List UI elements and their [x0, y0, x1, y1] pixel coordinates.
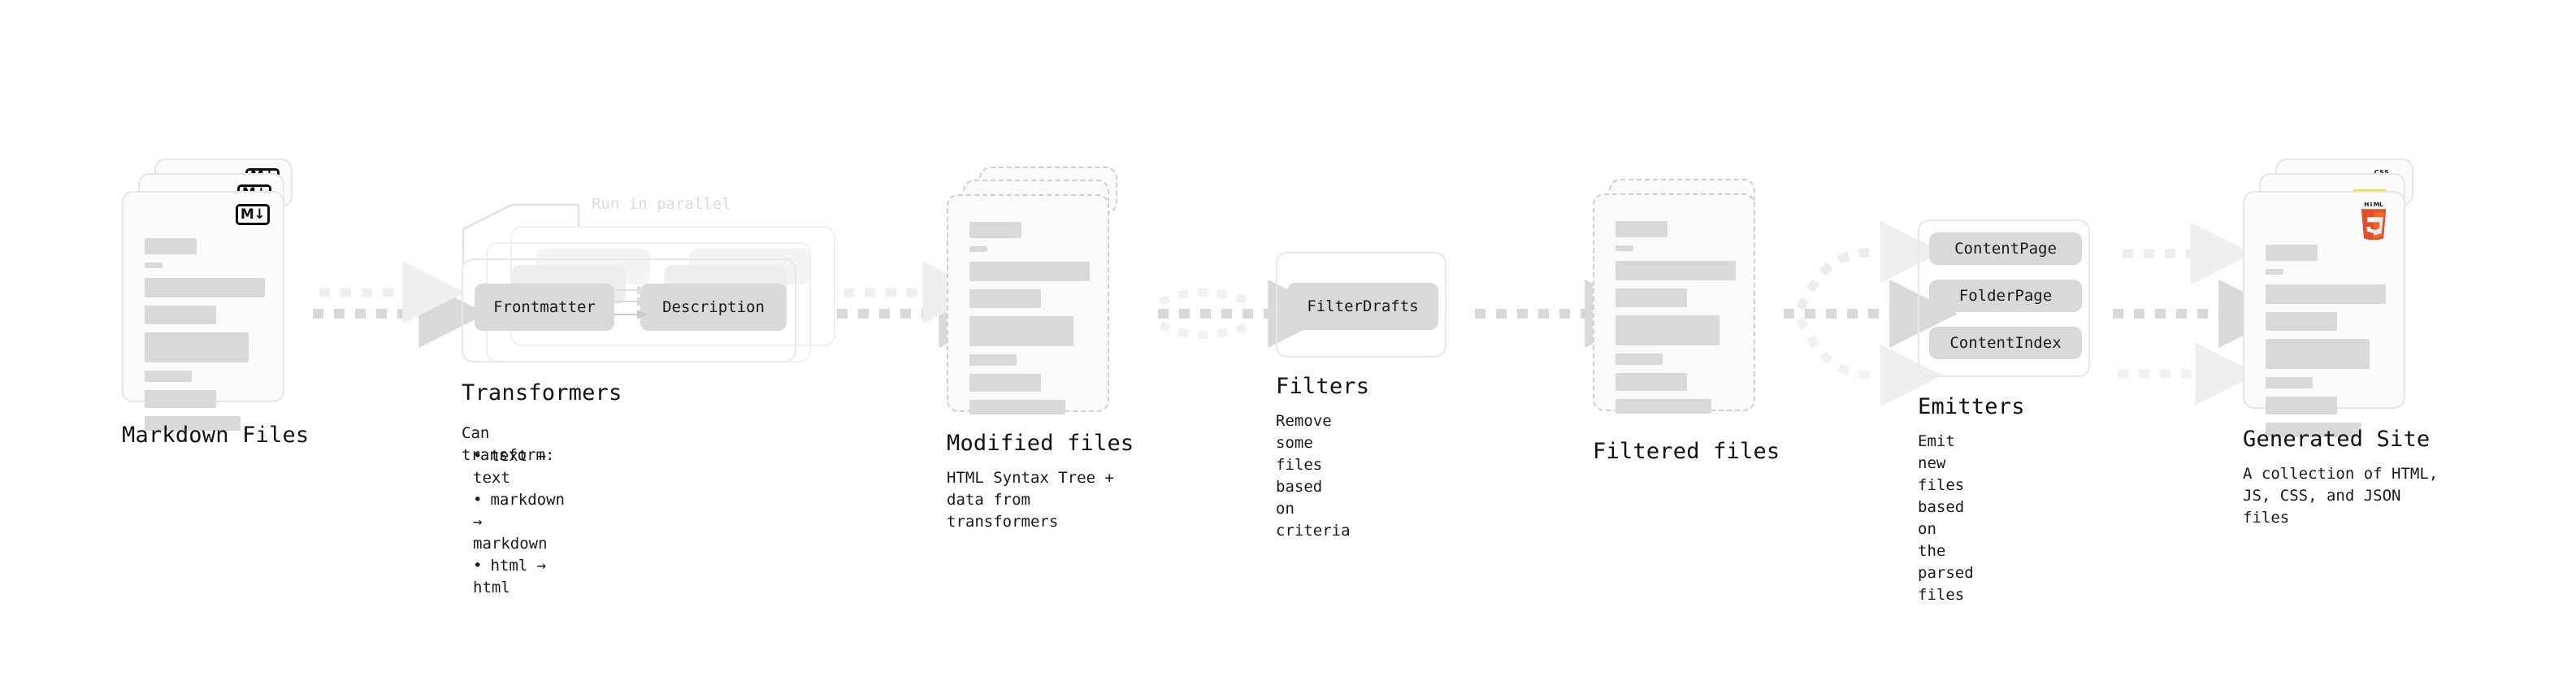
stage-title-emitters: Emitters — [1918, 394, 2025, 419]
emitters-group: ContentPage FolderPage ContentIndex — [1918, 219, 2090, 377]
stage-filtered-files: Filtered files — [1593, 179, 1780, 464]
bar-line — [1615, 354, 1663, 365]
stage-modified-files: Modified files HTML Syntax Tree + data f… — [947, 167, 1134, 531]
transformers-bullet-list: text → text markdown → markdown html → h… — [462, 445, 565, 599]
bar-line — [1615, 288, 1687, 307]
bar-line — [969, 262, 1090, 281]
arrow-modified-to-filters — [1158, 280, 1337, 348]
filtered-file-stack — [1593, 179, 1780, 431]
emitter-chip-folderpage[interactable]: FolderPage — [1929, 280, 2082, 312]
transformer-chip-frontmatter[interactable]: Frontmatter — [475, 284, 614, 331]
bar-subtitle — [2266, 269, 2283, 275]
bar-line — [2266, 339, 2370, 369]
filter-chip-filterdrafts[interactable]: FilterDrafts — [1287, 283, 1438, 330]
bar-line — [145, 332, 249, 362]
bar-subtitle — [145, 262, 163, 268]
bar-line — [2266, 377, 2313, 388]
arrow-filtered-to-emitters — [1784, 220, 1958, 407]
bar-line — [145, 278, 265, 297]
transform-bullet: text → text — [473, 445, 565, 489]
bar-line — [145, 416, 241, 431]
bar-line — [969, 316, 1073, 346]
stage-generated-site: CSS HTML — [2243, 158, 2446, 527]
stage-markdown-files: M↓ M↓ M↓ Markdown F — [122, 158, 309, 448]
transformer-group: Frontmatter Description — [462, 258, 796, 362]
bar-line — [2266, 284, 2386, 304]
bar-title — [145, 238, 197, 254]
stage-title-transformers: Transformers — [462, 380, 622, 406]
bar-line — [2266, 312, 2337, 331]
bar-line — [969, 354, 1017, 366]
arrow-transformers-to-modified — [837, 261, 1008, 348]
parallel-label: Run in parallel — [592, 195, 731, 213]
stage-title-modified-files: Modified files — [947, 431, 1134, 456]
bar-line — [969, 400, 1065, 414]
arrow-emitters-to-site — [2113, 222, 2288, 406]
card-placeholder-bars — [145, 238, 265, 439]
bar-line — [145, 371, 192, 382]
bar-line — [1615, 399, 1711, 414]
bar-title — [2266, 245, 2318, 261]
emitter-chip-contentindex[interactable]: ContentIndex — [1929, 327, 2082, 359]
bar-line — [2266, 397, 2337, 414]
transformer-chip-description[interactable]: Description — [640, 284, 787, 331]
bar-line — [1615, 261, 1736, 280]
file-card-front — [947, 194, 1109, 414]
modified-files-subtitle: HTML Syntax Tree + data from transformer… — [947, 469, 1114, 531]
filters-subtitle: Remove some files based on criteria — [1276, 412, 1351, 540]
bar-title — [969, 222, 1021, 238]
markdown-file-stack: M↓ M↓ M↓ — [122, 158, 309, 431]
bar-line — [969, 289, 1041, 308]
bar-subtitle — [969, 246, 987, 252]
bar-line — [2266, 423, 2361, 437]
svg-text:HTML: HTML — [2364, 202, 2383, 208]
bar-subtitle — [1615, 245, 1633, 251]
transform-bullet: markdown → markdown — [473, 489, 565, 555]
markdown-badge: M↓ — [236, 204, 270, 225]
stage-title-filters: Filters — [1276, 374, 1370, 399]
emitter-chip-contentpage[interactable]: ContentPage — [1929, 232, 2082, 265]
card-placeholder-bars — [2266, 245, 2386, 445]
bar-line — [969, 374, 1041, 392]
transformer-inner-arrows — [614, 285, 647, 319]
filters-group: FilterDrafts — [1276, 252, 1446, 358]
card-placeholder-bars — [969, 222, 1090, 423]
card-placeholder-bars — [1615, 221, 1736, 422]
arrow-markdown-to-transformers — [313, 261, 488, 348]
modified-file-stack — [947, 167, 1134, 427]
generated-site-subtitle: A collection of HTML, JS, CSS, and JSON … — [2243, 465, 2439, 527]
stage-title-filtered-files: Filtered files — [1593, 439, 1780, 464]
stage-title-markdown-files: Markdown Files — [122, 423, 310, 448]
transform-bullet: html → html — [473, 555, 565, 599]
file-card-front: M↓ — [122, 191, 284, 431]
bar-line — [145, 390, 216, 408]
emitters-subtitle: Emit new files based on the parsed files — [1918, 432, 1974, 604]
bar-title — [1615, 221, 1667, 237]
parallel-bracket — [462, 203, 580, 264]
generated-site-stack: CSS HTML — [2243, 158, 2446, 437]
bar-line — [1615, 373, 1687, 391]
html5-icon: HTML — [2361, 202, 2387, 240]
file-card-front — [1593, 193, 1755, 414]
bar-line — [1615, 315, 1720, 345]
file-card-front-html: HTML — [2243, 191, 2405, 437]
bar-line — [145, 306, 216, 324]
stage-title-generated-site: Generated Site — [2243, 427, 2431, 452]
